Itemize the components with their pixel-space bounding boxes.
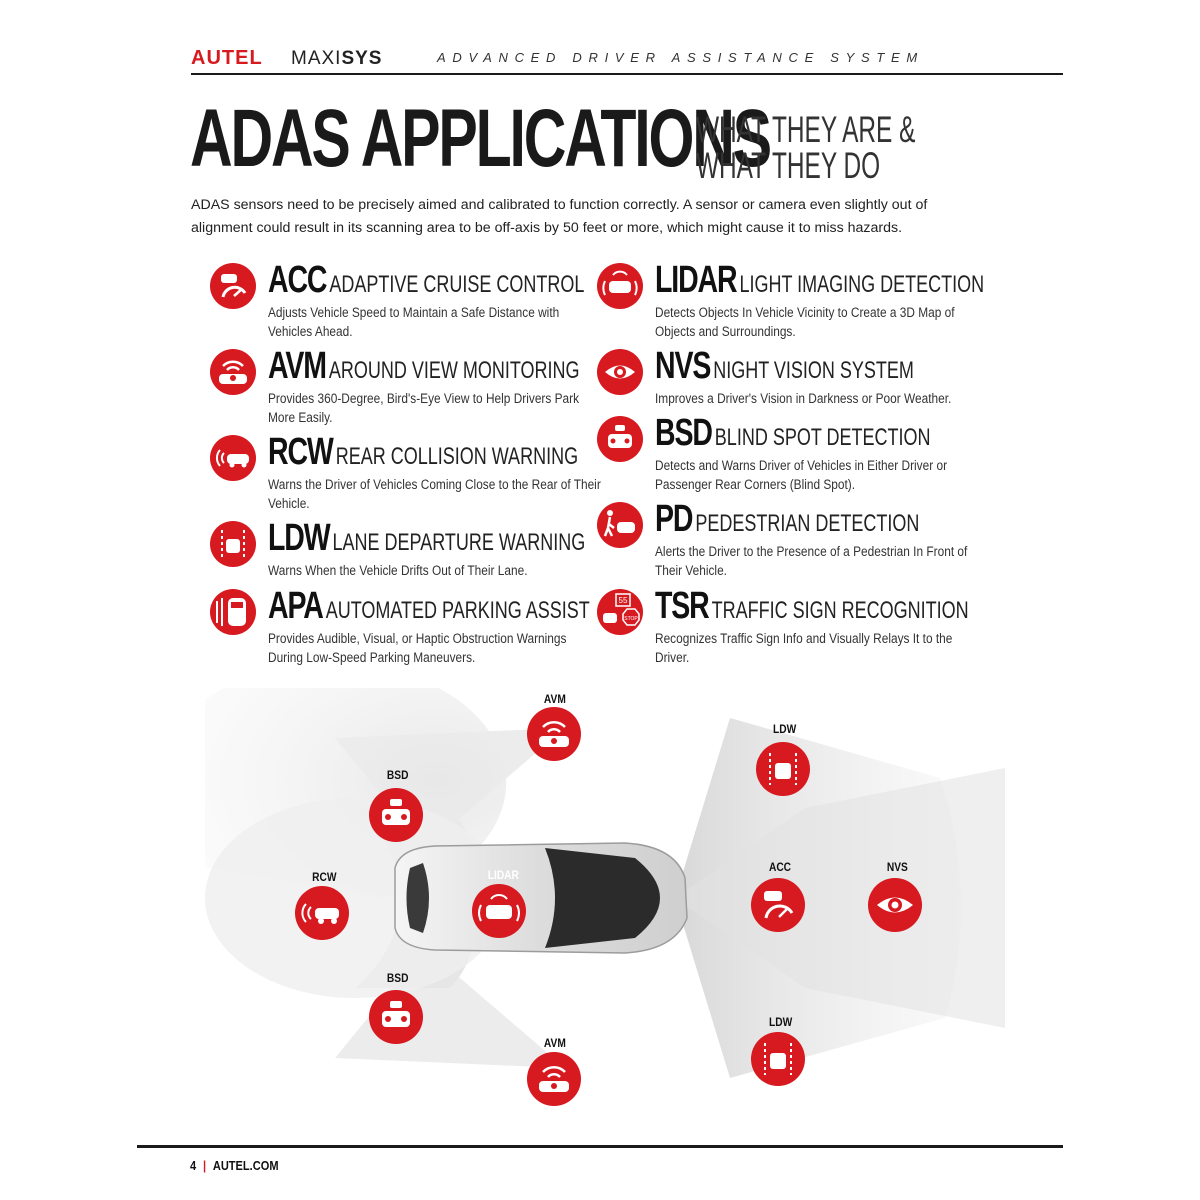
lidar-icon bbox=[472, 884, 526, 938]
diagram-label-ldw-bottom: LDW bbox=[769, 1015, 793, 1029]
diagram-label-nvs: NVS bbox=[886, 860, 908, 874]
page-subtitle: WHAT THEY ARE & WHAT THEY DO bbox=[696, 109, 916, 186]
footer-divider bbox=[137, 1145, 1063, 1148]
around-view-icon bbox=[210, 349, 256, 395]
diagram-label-lidar: LIDAR bbox=[487, 868, 519, 882]
diagram-label-ldw-top: LDW bbox=[773, 722, 797, 736]
around-view-icon bbox=[527, 707, 581, 761]
rear-collision-icon bbox=[210, 435, 256, 481]
svg-text:STOP: STOP bbox=[624, 616, 638, 622]
eye-icon bbox=[868, 878, 922, 932]
speedometer-icon bbox=[751, 878, 805, 932]
page-title: ADAS APPLICATIONS bbox=[190, 93, 772, 184]
header-tagline: ADVANCED DRIVER ASSISTANCE SYSTEM bbox=[437, 50, 924, 65]
eye-icon bbox=[597, 349, 643, 395]
speedometer-icon bbox=[210, 263, 256, 309]
lidar-icon bbox=[597, 263, 643, 309]
around-view-icon bbox=[527, 1052, 581, 1106]
footer-website-link[interactable]: AUTEL.COM bbox=[212, 1158, 279, 1173]
diagram-label-avm-rear: AVM bbox=[543, 1036, 566, 1050]
pedestrian-icon bbox=[597, 502, 643, 548]
diagram-label-acc: ACC bbox=[768, 860, 792, 874]
rear-collision-icon bbox=[295, 886, 349, 940]
page-number: 4 bbox=[190, 1158, 197, 1173]
diagram-label-rcw: RCW bbox=[312, 870, 337, 884]
page-header: AUTEL MAXISYS ADVANCED DRIVER ASSISTANCE… bbox=[191, 47, 1063, 75]
vehicle-sensor-diagram: AVM LDW BSD RCW LIDAR ACC NVS BSD LDW AV… bbox=[205, 688, 1005, 1108]
blind-spot-icon bbox=[597, 416, 643, 462]
lane-departure-icon bbox=[751, 1032, 805, 1086]
svg-text:55: 55 bbox=[619, 596, 628, 605]
lane-departure-icon bbox=[756, 742, 810, 796]
parking-assist-icon bbox=[210, 589, 256, 635]
intro-paragraph: ADAS sensors need to be precisely aimed … bbox=[191, 197, 928, 236]
blind-spot-icon bbox=[369, 990, 423, 1044]
lane-departure-icon bbox=[210, 521, 256, 567]
brand-logo: AUTEL bbox=[191, 47, 263, 69]
diagram-label-avm-front: AVM bbox=[543, 692, 566, 706]
page-footer: 4|AUTEL.COM bbox=[190, 1158, 279, 1173]
diagram-label-bsd-bottom: BSD bbox=[386, 971, 409, 985]
product-logo: MAXISYS bbox=[291, 48, 383, 69]
diagram-label-bsd-top: BSD bbox=[386, 768, 409, 782]
sensor-coverage-graphic bbox=[205, 688, 1005, 1078]
blind-spot-icon bbox=[369, 788, 423, 842]
